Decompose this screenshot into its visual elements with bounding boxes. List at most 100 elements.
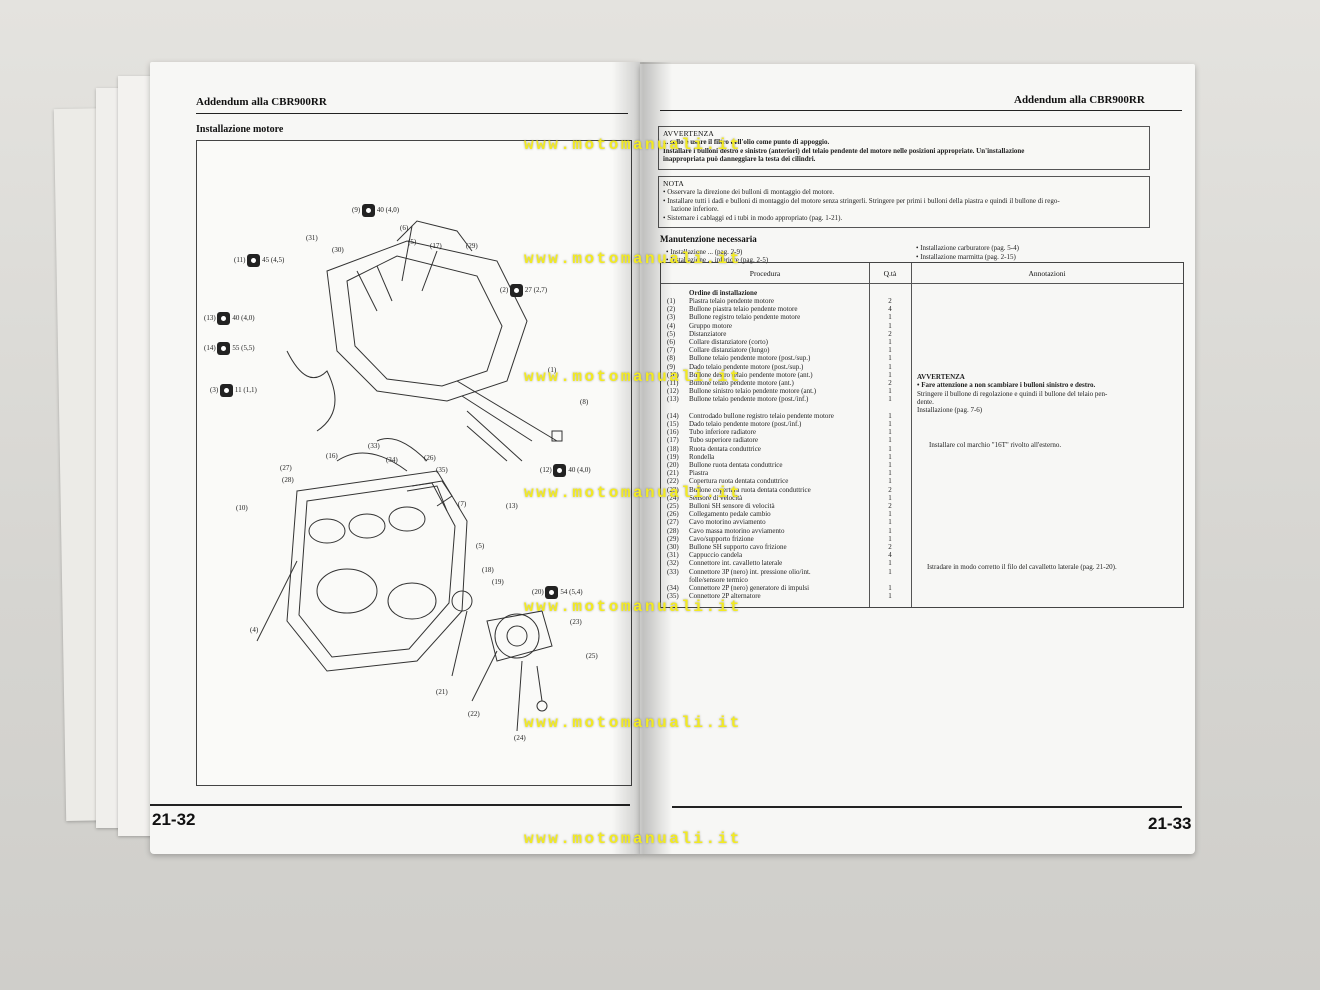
row-number: (2) <box>667 305 676 314</box>
annotation-stringere: Stringere il bullone di regolazione e qu… <box>917 390 1108 398</box>
callout-35: (35) <box>436 466 448 474</box>
manutenzione-item: • Installazione marmitta (pag. 2-15) <box>916 253 1016 261</box>
row-number: (30) <box>667 543 679 551</box>
row-number: (13) <box>667 395 679 404</box>
nota-line: lazione inferiore. <box>671 205 719 213</box>
callout-6: (6) <box>400 224 409 232</box>
watermark: www.motomanuali.it <box>524 714 742 732</box>
row-number: (8) <box>667 354 676 363</box>
row-procedure: Gruppo motore <box>689 321 732 330</box>
row-procedure: Connettore 2P (nero) generatore di impul… <box>689 584 810 592</box>
callout-29: (29) <box>466 242 478 250</box>
callout-7: (7) <box>458 500 467 508</box>
row-quantity: 1 <box>888 493 892 502</box>
row-number: (17) <box>667 436 679 445</box>
row-number: (3) <box>667 313 676 322</box>
row-quantity: 1 <box>888 592 892 601</box>
row-procedure: Collare distanziatore (corto) <box>689 338 768 346</box>
row-number: (19) <box>667 452 679 461</box>
manutenzione-title: Manutenzione necessaria <box>660 234 757 244</box>
annotation-avvertenza: • Fare attenzione a non scambiare i bull… <box>917 381 1096 389</box>
row-quantity: 1 <box>888 420 892 428</box>
procedure-table: Procedura Q.tà Annotazioni Ordine di ins… <box>660 262 1184 608</box>
callout-30: (30) <box>332 246 344 254</box>
engine-diagram-frame <box>196 140 632 786</box>
callout-34: (34) <box>386 456 398 464</box>
row-number: (4) <box>667 321 676 330</box>
left-page-header: Addendum alla CBR900RR <box>196 96 327 108</box>
callout-9: (9) 40 (4,0) <box>352 204 399 217</box>
row-procedure: Connettore 3P (nero) int. pressione olio… <box>689 567 811 576</box>
row-procedure: Connettore 2P alternatore <box>689 592 761 601</box>
row-number: (16) <box>667 428 679 437</box>
torque-wrench-icon <box>217 342 231 355</box>
callout-1: (1) <box>548 366 557 374</box>
callout-5b: (5) <box>476 542 485 550</box>
table-row: (33)Connettore 3P (nero) int. pressione … <box>661 568 1183 577</box>
table-row: (2) Bullone piastra telaio pendente motor… <box>661 305 1183 314</box>
row-procedure: Bulloni SH sensore di velocità <box>689 502 775 510</box>
row-number: (35) <box>667 592 679 601</box>
callout-20: (20) 54 (5,4) <box>532 586 583 599</box>
table-row: (23)Bullone copertura ruota dentata cond… <box>661 486 1183 495</box>
row-procedure: Bullone telaio pendente motore (ant.) <box>689 379 794 387</box>
row-quantity: 4 <box>888 551 892 560</box>
table-row: folle/sensore termico <box>661 576 1183 585</box>
row-quantity: 1 <box>888 534 892 543</box>
row-quantity: 1 <box>888 510 892 519</box>
torque-wrench-icon <box>553 464 567 477</box>
row-quantity: 2 <box>888 297 892 305</box>
table-row: (6)Collare distanziatore (corto)1 <box>661 338 1183 347</box>
row-quantity: 1 <box>888 584 892 592</box>
right-page-number: 21-33 <box>1148 814 1192 833</box>
row-number: (28) <box>667 526 679 535</box>
row-quantity: 2 <box>888 543 892 551</box>
row-procedure: Bullone ruota dentata conduttrice <box>689 461 783 469</box>
row-number: (34) <box>667 584 679 592</box>
row-procedure: Cappuccio candela <box>689 551 743 560</box>
row-quantity: 1 <box>888 428 892 437</box>
row-procedure: Tubo inferiore radiatore <box>689 428 756 437</box>
row-procedure: Bullone piastra telaio pendente motore <box>689 305 798 314</box>
left-section-title: Installazione motore <box>196 124 284 135</box>
callout-13b: (13) <box>506 502 518 510</box>
row-quantity: 1 <box>888 387 892 396</box>
row-quantity: 1 <box>888 313 892 322</box>
callout-19: (19) <box>492 578 504 586</box>
callout-11: (11) 45 (4,5) <box>234 254 284 267</box>
callout-3: (3) 11 (1,1) <box>210 384 257 397</box>
callout-26: (26) <box>424 454 436 462</box>
row-procedure: Collare distanziatore (lungo) <box>689 346 770 355</box>
row-procedure: Tubo superiore radiatore <box>689 436 758 445</box>
callout-18: (18) <box>482 566 494 574</box>
row-quantity: 1 <box>888 395 892 404</box>
callout-8: (8) <box>580 398 589 406</box>
callout-12: (12) 40 (4,0) <box>540 464 591 477</box>
row-procedure: Cavo/supporto frizione <box>689 534 754 543</box>
row-procedure: Bullone registro telaio pendente motore <box>689 313 801 322</box>
callout-28: (28) <box>282 476 294 484</box>
row-quantity: 4 <box>888 305 892 314</box>
row-quantity: 1 <box>888 477 892 486</box>
row-quantity: 2 <box>888 485 892 494</box>
manutenzione-item: • Installazione ... (pag. 2-9) <box>666 248 743 256</box>
callout-10: (10) <box>236 504 248 512</box>
manutenzione-item: • Installazione carburatore (pag. 5-4) <box>916 244 1019 252</box>
watermark: www.motomanuali.it <box>524 830 742 848</box>
row-quantity: 2 <box>888 329 892 338</box>
row-quantity: 1 <box>888 321 892 330</box>
table-row: (11)Bullone telaio pendente motore (ant.… <box>661 379 1183 388</box>
row-number: (26) <box>667 510 679 519</box>
row-quantity: 1 <box>888 370 892 379</box>
row-number: (1) <box>667 297 676 305</box>
left-page-number: 21-32 <box>152 810 196 829</box>
nota-box: NOTA • Osservare la direzione dei bullon… <box>658 176 1150 228</box>
avvertenza-box: AVVERTENZA ... sollo e usare il filtro d… <box>658 126 1150 170</box>
avvertenza-line: ... sollo e usare il filtro dell'olio co… <box>663 138 830 146</box>
